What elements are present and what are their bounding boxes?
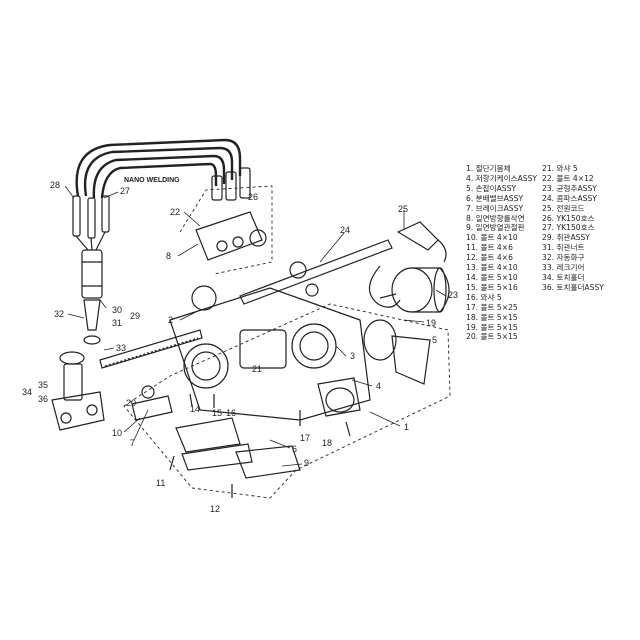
- machine-body: [169, 285, 371, 421]
- legend-item: 31. 취관너트: [542, 243, 585, 253]
- callout-25: 25: [398, 204, 408, 214]
- legend-item: 27. YK150호스: [542, 223, 595, 233]
- handle: [363, 319, 431, 385]
- rack-gear: [99, 329, 203, 369]
- callout-1: 1: [404, 422, 409, 432]
- legend-item: 26. YK150호스: [542, 213, 595, 223]
- callout-17: 17: [300, 433, 310, 443]
- callout-15: 15: [212, 408, 222, 418]
- nano-welding-label: NANO WELDING: [124, 177, 180, 184]
- torch-pipes: [72, 195, 110, 251]
- legend-item: 32. 자동화구: [542, 253, 585, 263]
- legend-item: 8. 일면방향롤삭연: [466, 213, 525, 223]
- legend-item: 10. 볼트 4×10: [466, 233, 518, 243]
- legend-item: 22. 볼트 4×12: [542, 173, 594, 183]
- callout-34: 34: [22, 387, 32, 397]
- legend-item: 11. 볼트 4×6: [466, 243, 513, 253]
- legend-column-left: 1. 절단기몸체 4. 저항기케이스ASSY 5. 손잡이ASSY 6. 분배밸…: [466, 164, 542, 342]
- legend-item: 19. 볼트 5×15: [466, 322, 518, 332]
- callout-8: 8: [166, 251, 171, 261]
- legend-item: 36. 토치홀더ASSY: [542, 282, 604, 292]
- frame-dashed-outline: [123, 303, 451, 499]
- legend-item: 9. 일면방열관철판: [466, 223, 525, 233]
- callout-21: 21: [252, 364, 262, 374]
- callout-30: 30: [112, 305, 122, 315]
- legend-item: 18. 볼트 5×15: [466, 312, 518, 322]
- callout-29: 29: [130, 311, 140, 321]
- legend-item: 5. 손잡이ASSY: [466, 183, 517, 193]
- legend-column-right: 21. 와샤 5 22. 볼트 4×12 23. 균형추ASSY 24. 콤파스…: [542, 164, 638, 293]
- callout-2: 2: [168, 315, 173, 325]
- callout-31: 31: [112, 318, 122, 328]
- callout-32: 32: [54, 309, 64, 319]
- callout-27: 27: [120, 186, 130, 196]
- legend-item: 23. 균형추ASSY: [542, 183, 597, 193]
- regulator-block: [195, 167, 267, 261]
- legend-item: 13. 볼트 4×10: [466, 263, 518, 273]
- callout-20: 20: [126, 398, 136, 408]
- torch-holder: [51, 351, 105, 431]
- legend-item: 25. 전원코드: [542, 203, 585, 213]
- callout-3: 3: [350, 351, 355, 361]
- bolts: [169, 393, 351, 498]
- callout-18: 18: [322, 438, 332, 448]
- legend-item: 12. 볼트 4×6: [466, 253, 513, 263]
- power-cord: [368, 221, 447, 308]
- callout-16: 16: [226, 408, 236, 418]
- callout-14: 14: [190, 404, 200, 414]
- bottom-plates: [175, 417, 301, 479]
- legend-item: 15. 볼트 5×16: [466, 282, 518, 292]
- callout-35: 35: [38, 380, 48, 390]
- callout-24: 24: [340, 225, 350, 235]
- brake: [131, 385, 173, 421]
- legend-item: 6. 분배밸브ASSY: [466, 193, 524, 203]
- legend-item: 24. 콤파스ASSY: [542, 193, 597, 203]
- legend-item: 14. 볼트 5×10: [466, 272, 518, 282]
- legend-item: 17. 볼트 5×25: [466, 302, 518, 312]
- callout-12: 12: [210, 504, 220, 514]
- legend-item: 4. 저항기케이스ASSY: [466, 173, 538, 183]
- legend-item: 16. 와샤 5: [466, 292, 502, 302]
- legend-item: 29. 취관ASSY: [542, 233, 590, 243]
- legend-item: 20. 볼트 5×15: [466, 332, 518, 342]
- callout-7: 7: [130, 438, 135, 448]
- callout-10: 10: [112, 428, 122, 438]
- callout-33: 33: [116, 343, 126, 353]
- counterweight: [379, 267, 450, 313]
- callout-26: 26: [248, 192, 258, 202]
- callout-5: 5: [432, 335, 437, 345]
- callout-9: 9: [304, 458, 309, 468]
- compass-shaft: [239, 239, 393, 305]
- callout-labels: 28 27 22 8 25 24 23 30 29 32 31 33 2 19 …: [22, 177, 458, 514]
- legend-item: 21. 와샤 5: [542, 164, 578, 173]
- callout-28: 28: [50, 180, 60, 190]
- callout-6: 6: [292, 444, 297, 454]
- callout-19: 19: [426, 318, 436, 328]
- resistor-case: [317, 377, 361, 417]
- legend-item: 34. 토치홀더: [542, 272, 585, 282]
- callout-11: 11: [156, 478, 165, 488]
- hose-assembly: [75, 138, 242, 199]
- legend-item: 1. 절단기몸체: [466, 164, 511, 173]
- torch-cylinder: [81, 249, 103, 299]
- legend-item: 7. 브레이크ASSY: [466, 203, 524, 213]
- callout-36: 36: [38, 394, 48, 404]
- callout-4: 4: [376, 381, 381, 391]
- torch-nozzle: [83, 299, 101, 345]
- callout-22: 22: [170, 207, 180, 217]
- upper-dashed-outline: [179, 185, 273, 275]
- callout-23: 23: [448, 290, 458, 300]
- leader-lines: [64, 185, 447, 467]
- legend-item: 33. 레크기어: [542, 263, 585, 273]
